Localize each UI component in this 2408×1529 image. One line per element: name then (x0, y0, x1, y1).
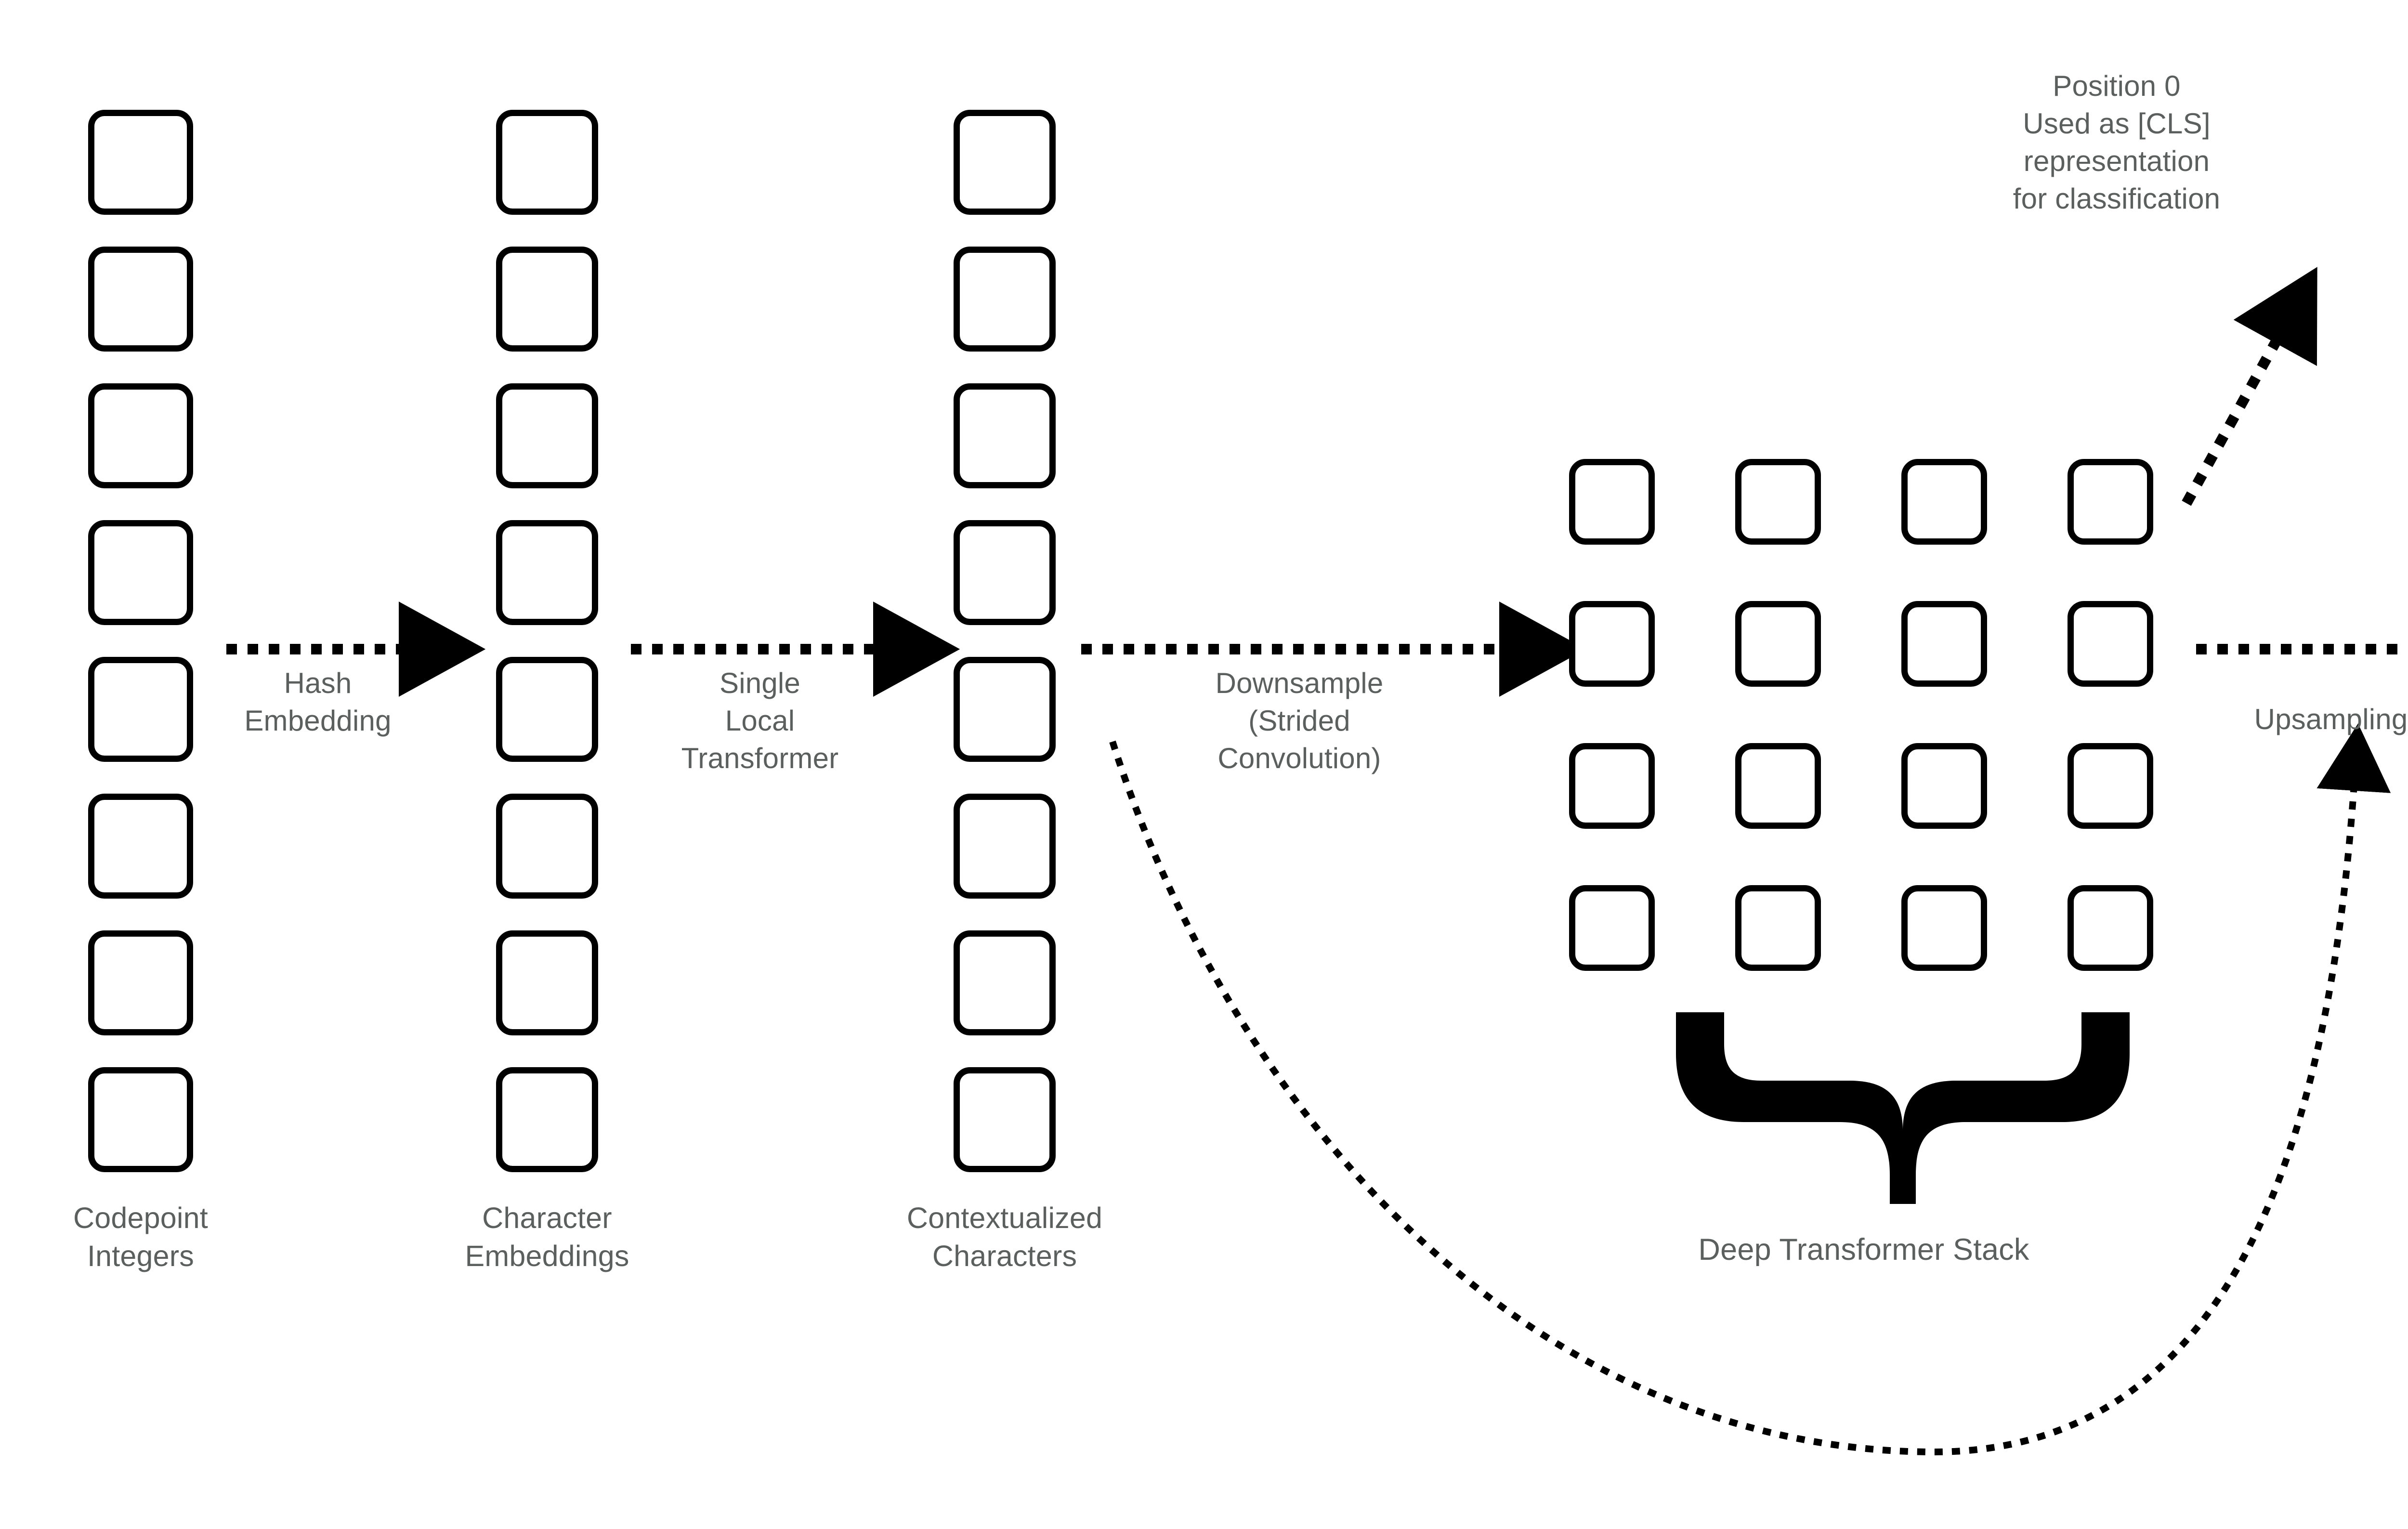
codepoint-box-7 (88, 930, 193, 1035)
ctxchar-box-5 (954, 657, 1056, 762)
edge-label-single-local-transformer: Single Local Transformer (681, 667, 839, 774)
stack-box-r1c4 (2068, 459, 2153, 545)
charemb-box-7 (496, 930, 598, 1035)
ctxchar-box-6 (954, 794, 1056, 899)
stack-box-r1c3 (1901, 459, 1987, 545)
charemb-box-5 (496, 657, 598, 762)
stack-box-r3c2 (1735, 743, 1821, 829)
stack-box-r3c1 (1569, 743, 1655, 829)
stack-box-r2c4 (2068, 601, 2153, 687)
charemb-box-6 (496, 794, 598, 899)
codepoint-box-8 (88, 1067, 193, 1172)
caption-deep-transformer-stack: Deep Transformer Stack (1698, 1233, 2029, 1267)
stack-box-r2c2 (1735, 601, 1821, 687)
charemb-box-8 (496, 1067, 598, 1172)
curve-residual-skip-connection (1109, 723, 2391, 1456)
codepoint-box-6 (88, 794, 193, 899)
stack-box-r1c2 (1735, 459, 1821, 545)
stack-box-r4c4 (2068, 885, 2153, 971)
ctxchar-box-1 (954, 110, 1056, 215)
stack-box-r3c3 (1901, 743, 1987, 829)
ctxchar-box-7 (954, 930, 1056, 1035)
codepoint-box-3 (88, 383, 193, 488)
codepoint-box-4 (88, 520, 193, 625)
ctxchar-box-4 (954, 520, 1056, 625)
charemb-box-3 (496, 383, 598, 488)
annotation-position-zero-cls: Position 0 Used as [CLS] representation … (2013, 70, 2221, 215)
arrow-position-zero-cls (2182, 267, 2317, 506)
stack-box-r1c1 (1569, 459, 1655, 545)
stack-box-r2c3 (1901, 601, 1987, 687)
charemb-box-4 (496, 520, 598, 625)
stack-box-r2c1 (1569, 601, 1655, 687)
ctxchar-box-8 (954, 1067, 1056, 1172)
ctxchar-box-2 (954, 247, 1056, 352)
brace-deep-transformer-stack (1676, 1012, 2130, 1204)
caption-contextualized-characters: Contextualized Characters (906, 1202, 1103, 1273)
edge-label-downsample: Downsample (Strided Convolution) (1215, 667, 1384, 774)
charemb-box-1 (496, 110, 598, 215)
caption-codepoint-integers: Codepoint Integers (73, 1202, 208, 1273)
caption-character-embeddings: Character Embeddings (465, 1202, 629, 1273)
stack-box-r4c2 (1735, 885, 1821, 971)
codepoint-box-2 (88, 247, 193, 352)
codepoint-box-5 (88, 657, 193, 762)
ctxchar-box-3 (954, 383, 1056, 488)
stack-box-r3c4 (2068, 743, 2153, 829)
charemb-box-2 (496, 247, 598, 352)
edge-label-upsampling: Upsampling (2254, 703, 2408, 735)
codepoint-box-1 (88, 110, 193, 215)
stack-box-r4c3 (1901, 885, 1987, 971)
edge-label-hash-embedding: Hash Embedding (244, 667, 392, 737)
stack-box-r4c1 (1569, 885, 1655, 971)
